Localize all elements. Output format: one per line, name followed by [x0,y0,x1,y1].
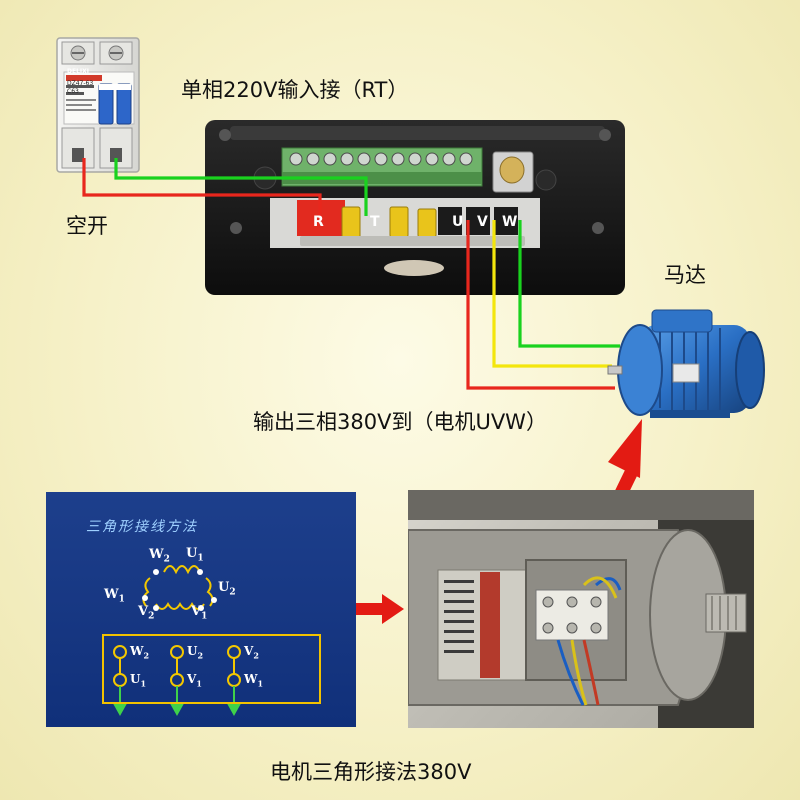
wire-breaker-to-R [82,158,322,216]
delta-label-U1: U1 [186,546,204,564]
motor-photo-drawing [408,490,754,728]
breaker-model: DZ47-63 [67,80,94,87]
delta-label-W1: W1 [104,587,125,605]
wire-V-to-motor [492,220,612,368]
terminal-label-W: W [502,214,518,230]
bottom-caption: 电机三角形接法380V [270,760,472,784]
wire-U-to-motor [466,220,615,390]
delta-panel-title: 三角形接线方法 [86,519,198,535]
terminal-top-V2: V2 [244,644,259,661]
terminal-label-R: R [313,214,324,230]
terminal-label-T: T [370,214,380,230]
breaker-rating: C63 [67,88,79,95]
terminal-board-outline [102,634,321,704]
output-caption: 输出三相380V到（电机UVW） [253,410,547,434]
terminal-label-V: V [477,214,488,230]
input-caption: 单相220V输入接（RT） [181,78,409,102]
terminal-top-W2: W2 [130,644,150,661]
breaker-brand: DELIXI [67,68,89,75]
terminal-bottom-U1: U1 [130,672,147,689]
wire-W-to-motor [518,220,620,348]
motor-terminal-photo [408,490,754,728]
motor-caption: 马达 [664,263,706,287]
wire-breaker-to-T [114,158,368,216]
arrow-right [350,594,404,624]
wires [82,158,620,390]
terminal-bottom-W1: W1 [244,672,264,689]
delta-label-W2: W2 [149,547,170,565]
delta-wiring-panel: 三角形接线方法 W2 U1 U2 W1 V2 V1 W2 U2 V2 U1 [46,492,356,727]
motor-illustration [607,309,765,418]
delta-label-V1: V1 [191,604,208,622]
terminal-bottom-V1: V1 [187,672,202,689]
delta-label-V2: V2 [138,604,155,622]
delta-coil-drawing [113,565,241,717]
terminal-top-U2: U2 [187,644,204,661]
breaker-caption: 空开 [66,214,108,238]
inverter-terminal-box [205,120,625,295]
terminal-label-U: U [452,214,464,230]
circuit-breaker [56,37,140,173]
delta-label-U2: U2 [218,580,236,598]
